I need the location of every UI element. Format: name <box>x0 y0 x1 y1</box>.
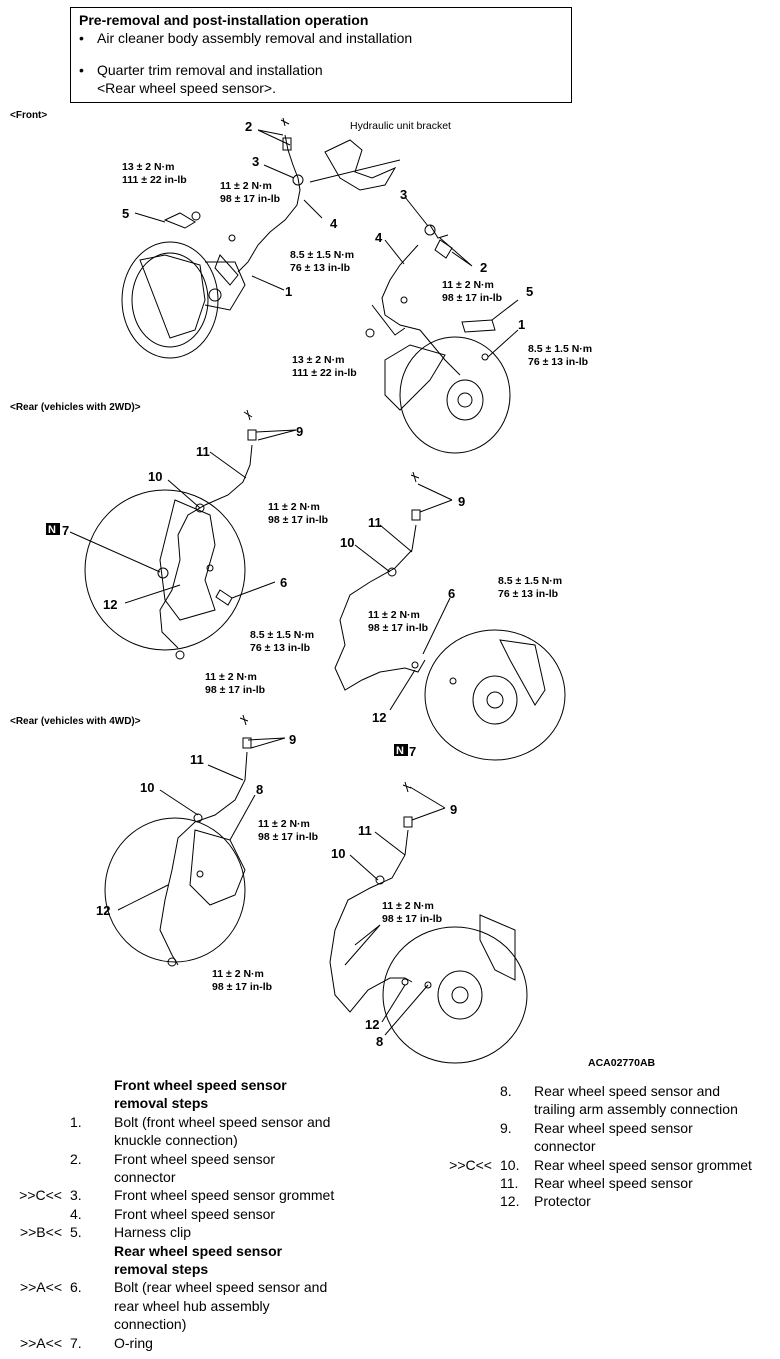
torque-value: 11 ± 2 N·m <box>205 671 257 683</box>
exploded-diagram: <Front> <Rear (vehicles with 2WD)> <Rear… <box>10 110 656 1069</box>
callout-8: 8 <box>376 1034 383 1049</box>
section-rear-2wd-label: <Rear (vehicles with 2WD)> <box>10 402 141 413</box>
callout-4: 4 <box>330 216 338 231</box>
callout-5: 5 <box>122 206 129 221</box>
torque-value: 11 ± 2 N·m <box>258 818 310 830</box>
front-steps-heading: Front wheel speed sensor <box>114 1077 287 1093</box>
callout-1: 1 <box>285 284 292 299</box>
callout-10: 10 <box>148 469 162 484</box>
section-front-label: <Front> <box>10 110 47 121</box>
callout-1: 1 <box>518 317 525 332</box>
new-part-badge <box>394 744 408 756</box>
torque-value: 11 ± 2 N·m <box>442 279 494 291</box>
callout-10: 10 <box>140 780 154 795</box>
pre-removal-title: Pre-removal and post-installation operat… <box>79 12 369 28</box>
callout-10: 10 <box>340 535 354 550</box>
pre-removal-box: Pre-removal and post-installation operat… <box>70 7 572 103</box>
list-item: >>A<<6.Bolt (rear wheel speed sensor and… <box>19 1279 328 1333</box>
list-item: >>A<<7.O-ring <box>19 1334 153 1351</box>
torque-value: 98 ± 17 in-lb <box>268 514 328 526</box>
callout-3: 3 <box>400 187 407 202</box>
callout-11: 11 <box>190 752 204 767</box>
callout-12: 12 <box>103 597 117 612</box>
callout-4: 4 <box>375 230 383 245</box>
callout-9: 9 <box>289 732 296 747</box>
torque-value: 11 ± 2 N·m <box>268 501 320 513</box>
torque-value: 11 ± 2 N·m <box>382 900 434 912</box>
torque-value: 8.5 ± 1.5 N·m <box>250 629 314 641</box>
torque-value: 76 ± 13 in-lb <box>498 588 558 600</box>
list-item: 11.Rear wheel speed sensor <box>500 1175 693 1192</box>
callout-7: 7 <box>409 744 416 759</box>
callout-12: 12 <box>372 710 386 725</box>
torque-value: 8.5 ± 1.5 N·m <box>528 343 592 355</box>
callout-12: 12 <box>96 903 110 918</box>
hydraulic-unit-label: Hydraulic unit bracket <box>350 120 451 132</box>
bullet-icon: • <box>79 62 84 78</box>
torque-value: 98 ± 17 in-lb <box>368 622 428 634</box>
callout-11: 11 <box>358 823 372 838</box>
torque-value: 98 ± 17 in-lb <box>212 981 272 993</box>
section-rear-4wd-label: <Rear (vehicles with 4WD)> <box>10 716 141 727</box>
callout-9: 9 <box>296 424 303 439</box>
callout-9: 9 <box>458 494 465 509</box>
torque-value: 98 ± 17 in-lb <box>382 913 442 925</box>
torque-value: 76 ± 13 in-lb <box>528 356 588 368</box>
new-part-badge <box>46 523 60 535</box>
torque-value: 98 ± 17 in-lb <box>442 292 502 304</box>
callout-9: 9 <box>450 802 457 817</box>
list-item: >>B<<5.Harness clip <box>19 1224 192 1241</box>
list-item: 12.Protector <box>500 1193 591 1210</box>
callout-2: 2 <box>245 119 252 134</box>
new-part-badge-letter: N <box>48 524 56 536</box>
torque-value: 13 ± 2 N·m <box>122 161 174 173</box>
callout-5: 5 <box>526 284 533 299</box>
torque-value: 98 ± 17 in-lb <box>258 831 318 843</box>
callout-6: 6 <box>280 575 287 590</box>
callout-8: 8 <box>256 782 263 797</box>
callout-7: 7 <box>62 523 69 538</box>
torque-value: 8.5 ± 1.5 N·m <box>498 575 562 587</box>
pre-item: •Air cleaner body assembly removal and i… <box>79 30 413 46</box>
torque-value: 11 ± 2 N·m <box>212 968 264 980</box>
list-item: 4.Front wheel speed sensor <box>70 1205 276 1222</box>
callout-11: 11 <box>368 515 382 530</box>
figure-code: ACA02770AB <box>588 1057 656 1069</box>
pre-item: •Quarter trim removal and installation <box>79 62 323 78</box>
torque-value: 111 ± 22 in-lb <box>292 367 357 379</box>
torque-value: 11 ± 2 N·m <box>368 609 420 621</box>
callout-2: 2 <box>480 260 487 275</box>
torque-value: 111 ± 22 in-lb <box>122 174 187 186</box>
callout-6: 6 <box>448 586 455 601</box>
rear-steps-heading: Rear wheel speed sensor <box>114 1242 283 1259</box>
torque-value: 11 ± 2 N·m <box>220 180 272 192</box>
list-item: >>C<<10.Rear wheel speed sensor grommet <box>449 1156 752 1173</box>
torque-value: 13 ± 2 N·m <box>292 354 344 366</box>
torque-value: 76 ± 13 in-lb <box>250 642 310 654</box>
callout-3: 3 <box>252 154 259 169</box>
torque-value: 98 ± 17 in-lb <box>205 684 265 696</box>
callout-11: 11 <box>196 444 210 459</box>
torque-value: 8.5 ± 1.5 N·m <box>290 249 354 261</box>
bullet-icon: • <box>79 30 84 46</box>
callout-10: 10 <box>331 846 345 861</box>
torque-value: 76 ± 13 in-lb <box>290 262 350 274</box>
new-part-badge-letter: N <box>396 745 404 757</box>
list-item: >>C<<3.Front wheel speed sensor grommet <box>19 1187 335 1204</box>
pre-item: <Rear wheel speed sensor>. <box>97 80 276 96</box>
callout-12: 12 <box>365 1017 379 1032</box>
torque-value: 98 ± 17 in-lb <box>220 193 280 205</box>
